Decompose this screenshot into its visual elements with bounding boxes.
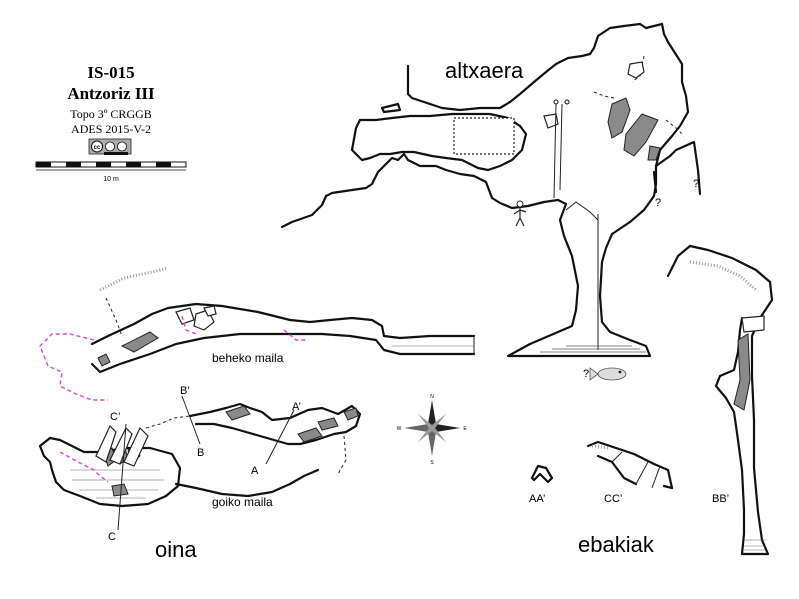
survey-team: Topo 3º CRGGB — [70, 107, 152, 121]
lower-level-north-wall — [90, 302, 476, 346]
compass-south: S — [430, 460, 434, 466]
section-cc-lower — [596, 454, 638, 486]
section-aa-label: AA’ — [529, 493, 545, 505]
cross-sections: ebakiak AA’ CC’ BB’ — [529, 244, 774, 557]
upper-dashed-link — [145, 415, 191, 429]
compass-rose-icon: N S E W — [397, 394, 468, 466]
title-block: IS-015 Antzoriz III Topo 3º CRGGB ADES 2… — [35, 63, 187, 183]
upper-chamber-contours — [70, 469, 164, 499]
elevation-title: altxaera — [445, 58, 524, 83]
elevation-anchor-2 — [564, 99, 570, 105]
section-bb-label: BB’ — [712, 493, 729, 505]
lower-level-label: beheko maila — [212, 351, 284, 365]
upper-fin-2 — [109, 426, 133, 465]
compass-north: N — [430, 394, 434, 400]
upper-gallery-rock-3 — [317, 417, 339, 431]
section-bb-block — [741, 315, 765, 333]
section-bb-floor-1 — [744, 539, 766, 551]
section-bb-stipple — [689, 260, 757, 292]
elevation-upper-wall — [280, 22, 690, 358]
scale-bar — [35, 161, 187, 171]
cave-name: Antzoriz III — [67, 84, 155, 103]
caver-figure-icon — [513, 200, 527, 227]
section-cc-bridge-3 — [651, 465, 661, 489]
unknown-mark-2: ? — [693, 178, 699, 190]
section-aa-profile — [530, 464, 554, 484]
lower-block-3 — [203, 305, 217, 317]
upper-level-south-wall — [174, 468, 320, 498]
unknown-mark-1: ? — [655, 197, 661, 209]
section-b-end-label: B — [197, 447, 204, 459]
svg-text:cc: cc — [94, 145, 101, 151]
lower-dashed-link — [105, 297, 123, 337]
survey-date: ADES 2015-V-2 — [71, 122, 151, 136]
section-c-end-label: C — [108, 531, 116, 543]
elevation-rope-4 — [565, 201, 599, 221]
compass-east: E — [463, 426, 467, 432]
section-line-b — [181, 395, 201, 445]
elevation-block-a — [543, 113, 559, 129]
section-cc-label: CC’ — [604, 493, 622, 505]
elevation-dashed-passage-2 — [665, 119, 685, 137]
lower-rock-2 — [97, 353, 111, 367]
elevation-rock-3 — [647, 145, 661, 161]
scale-label: 10 m — [103, 176, 119, 183]
elevation-rock-2 — [623, 113, 659, 157]
lower-unsurveyed-passage-2 — [181, 315, 197, 335]
plan-title: oina — [155, 537, 197, 562]
upper-unsurveyed-passage — [59, 451, 109, 483]
upper-rock-1 — [111, 483, 129, 497]
elevation-view: altxaera ? — [280, 22, 702, 381]
cross-sections-title: ebakiak — [578, 532, 655, 557]
elevation-right-branch — [654, 140, 702, 196]
elevation-boulder-field — [453, 117, 515, 155]
upper-gallery-rock-4 — [343, 407, 359, 421]
elevation-dashed-passage — [593, 91, 615, 99]
lower-level-south-wall — [90, 332, 476, 374]
lower-block-1 — [175, 307, 195, 325]
section-bb-flowstone — [733, 333, 751, 411]
section-b-start-label: B’ — [180, 385, 190, 397]
elevation-entrance-wall — [380, 102, 402, 114]
section-a-end-label: A — [251, 465, 259, 477]
upper-level-gallery — [188, 402, 362, 446]
section-cc-stipple — [591, 444, 611, 450]
lower-unsurveyed-passage — [39, 333, 108, 401]
section-cc-profile — [586, 440, 674, 490]
section-cc-bridge-1 — [611, 451, 623, 463]
compass-west: W — [397, 426, 402, 432]
elevation-anchor-1 — [553, 99, 559, 105]
upper-fin-3 — [123, 426, 149, 467]
elevation-rope-2 — [559, 103, 563, 191]
fish-icon — [589, 367, 627, 381]
unknown-mark-3: ? — [583, 368, 589, 380]
section-line-c — [117, 423, 127, 531]
section-a-start-label: A’ — [292, 401, 301, 413]
elevation-left-ledge — [350, 112, 528, 172]
elevation-rock-1 — [607, 97, 631, 139]
upper-gallery-rock-2 — [297, 427, 323, 443]
section-bb-profile — [666, 244, 774, 556]
lower-unsurveyed-passage-3 — [283, 329, 306, 341]
lower-stippled-slope — [99, 266, 169, 292]
elevation-floor-hatch — [540, 345, 646, 353]
upper-level-big-chamber — [38, 436, 182, 508]
elevation-rope-1 — [553, 103, 557, 199]
upper-gallery-rock-1 — [225, 405, 251, 421]
upper-fin-1 — [95, 424, 117, 463]
elevation-right-branch-2 — [652, 170, 658, 194]
section-cc-bridge-2 — [635, 461, 649, 485]
section-line-a — [265, 409, 295, 465]
plan-view: oina beheko maila — [38, 266, 476, 562]
cc-by-icon: cc — [88, 138, 132, 155]
upper-dashed-end — [337, 435, 347, 475]
elevation-boulder — [627, 61, 645, 79]
upper-level-label: goiko maila — [212, 495, 273, 509]
lower-rock-1 — [120, 331, 159, 353]
section-c-start-label: C’ — [110, 411, 120, 423]
cave-code: IS-015 — [87, 63, 134, 82]
